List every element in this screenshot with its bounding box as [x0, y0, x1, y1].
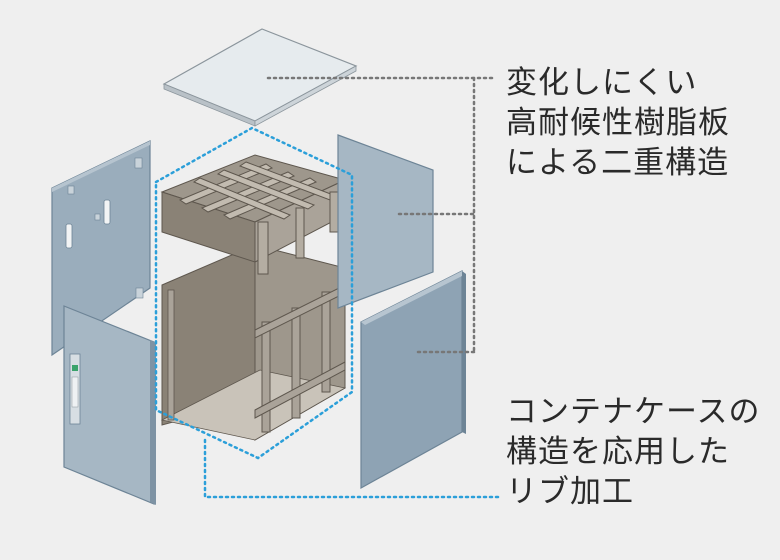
callout-line: コンテナケースの	[506, 394, 761, 430]
callout-line: 変化しにくい	[506, 65, 698, 101]
callout-line: 高耐候性樹脂板	[506, 105, 730, 141]
rib-structure-leader-line	[203, 438, 504, 499]
right-side-panel	[360, 270, 466, 490]
front-door-panel	[63, 305, 156, 505]
ribbed-inner-frame	[160, 154, 347, 441]
right-back-panel	[337, 134, 434, 309]
rib-structure-callout: コンテナケースの 構造を応用した リブ加工	[506, 392, 760, 512]
callout-line: 構造を応用した	[506, 434, 730, 470]
callout-line: による二重構造	[506, 145, 730, 181]
resin-panel-callout: 変化しにくい 高耐候性樹脂板 による二重構造	[506, 63, 730, 183]
top-lid-panel	[162, 28, 358, 127]
resin-panel-leader-lines	[266, 76, 498, 354]
rib-frame-highlight-outline	[154, 126, 354, 460]
callout-line: リブ加工	[506, 474, 634, 510]
left-side-panel	[51, 140, 151, 357]
